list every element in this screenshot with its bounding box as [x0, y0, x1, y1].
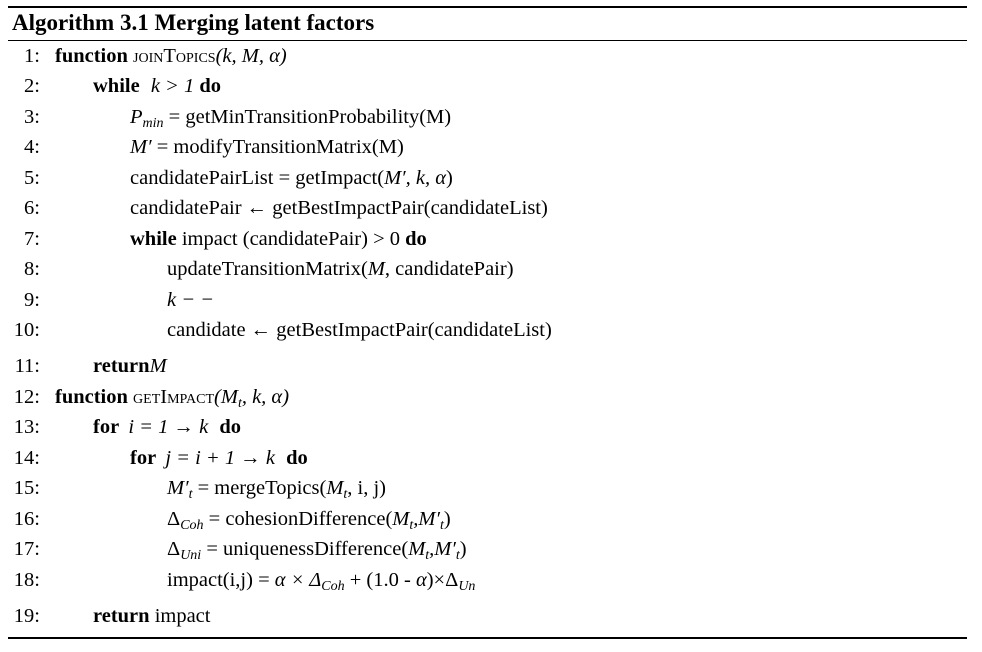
line-number: 15:: [13, 477, 40, 499]
line-number: 16:: [13, 508, 40, 530]
keyword: do: [199, 75, 222, 97]
math-subscript: Coh: [321, 579, 345, 594]
function-args: , k, α): [241, 386, 290, 408]
statement-text: = getMinTransitionProbability(M): [163, 106, 452, 128]
line-number: 6:: [24, 197, 40, 219]
algorithm-title: Algorithm 3.1 Merging latent factors: [12, 10, 375, 35]
statement-text: , i, j): [347, 477, 386, 499]
math-subscript: t: [409, 518, 414, 533]
line-number: 12:: [13, 386, 40, 408]
math-var: M: [367, 258, 385, 280]
math-subscript: Uni: [180, 548, 202, 563]
line-number: 14:: [13, 447, 40, 469]
math-var: P: [130, 106, 143, 128]
math-subscript: t: [439, 518, 444, 533]
statement-text: = modifyTransitionMatrix(M): [151, 136, 404, 158]
function-args: (k, M, α): [215, 45, 287, 67]
statement-text: impact(i,j) =: [167, 569, 275, 591]
keyword: do: [405, 228, 427, 250]
line-number: 2:: [24, 75, 40, 97]
line-number: 8:: [24, 258, 40, 280]
math-subscript: t: [237, 396, 242, 411]
statement-text: updateTransitionMatrix(: [167, 258, 368, 280]
math-subscript: min: [142, 116, 164, 131]
math-subscript: Un: [458, 579, 476, 594]
math-var: Δ: [167, 508, 181, 530]
line-number: 11:: [14, 355, 40, 377]
keyword: while: [130, 228, 177, 250]
math-var: M: [392, 508, 410, 530]
line-number: 19:: [13, 605, 40, 627]
line-number: 18:: [13, 569, 40, 591]
function-name: joinTopics: [133, 45, 216, 67]
keyword: do: [219, 416, 241, 438]
math-var: M: [149, 355, 167, 377]
statement-text: + (1.0 -: [344, 569, 416, 591]
statement-text: impact: [149, 605, 211, 627]
line-number: 4:: [24, 136, 40, 158]
condition: i = 1 → k: [128, 416, 209, 438]
keyword: return: [93, 605, 150, 627]
statement-text: impact (candidatePair) > 0: [176, 228, 406, 250]
top-rule: [8, 6, 967, 8]
math-var: M: [326, 477, 344, 499]
statement-text: , candidatePair): [384, 258, 514, 280]
bottom-rule: [8, 637, 967, 639]
math-expr: )×Δ: [426, 569, 459, 591]
math-subscript: t: [455, 548, 460, 563]
math-var: M: [408, 538, 426, 560]
statement-text: ): [443, 508, 451, 530]
line-number: 9:: [24, 289, 40, 311]
function-name: getImpact: [133, 386, 215, 408]
math-var: Δ: [167, 538, 181, 560]
math-var: M′: [167, 477, 189, 499]
function-args: (M: [214, 386, 238, 408]
line-number: 1:: [24, 45, 40, 67]
keyword: return: [93, 355, 150, 377]
statement-text: candidatePair ← getBestImpactPair(candid…: [130, 197, 548, 219]
keyword: function: [55, 45, 128, 67]
header-rule: [8, 40, 967, 41]
keyword: do: [286, 447, 308, 469]
statement-text: = cohesionDifference(: [203, 508, 393, 530]
line-number: 13:: [13, 416, 40, 438]
line-number: 5:: [24, 167, 40, 189]
math-var: ,M′: [429, 538, 456, 560]
statement-text: candidate ← getBestImpactPair(candidateL…: [167, 319, 552, 341]
statement-text: = mergeTopics(: [192, 477, 327, 499]
math-subscript: Coh: [180, 518, 204, 533]
math-var: α: [415, 569, 427, 591]
keyword: while: [93, 75, 140, 97]
math-statement: k − −: [167, 289, 215, 311]
statement-text: candidatePairList = getImpact(: [130, 167, 385, 189]
statement-text: = uniquenessDifference(: [201, 538, 409, 560]
math-expr: α × Δ: [274, 569, 322, 591]
line-number: 10:: [13, 319, 40, 341]
math-subscript: t: [188, 487, 193, 502]
keyword: function: [55, 386, 128, 408]
math-subscript: t: [343, 487, 348, 502]
math-subscript: t: [425, 548, 430, 563]
condition: k > 1: [150, 75, 195, 97]
statement-text: ): [445, 167, 453, 189]
line-number: 3:: [24, 106, 40, 128]
condition: j = i + 1 → k: [165, 447, 275, 469]
statement-text: ): [459, 538, 467, 560]
math-var: ,M′: [413, 508, 440, 530]
keyword: for: [93, 416, 120, 438]
keyword: for: [130, 447, 157, 469]
line-number: 7:: [24, 228, 40, 250]
math-var: M′: [130, 136, 152, 158]
line-number: 17:: [13, 538, 40, 560]
math-args: M′, k, α: [384, 167, 446, 189]
